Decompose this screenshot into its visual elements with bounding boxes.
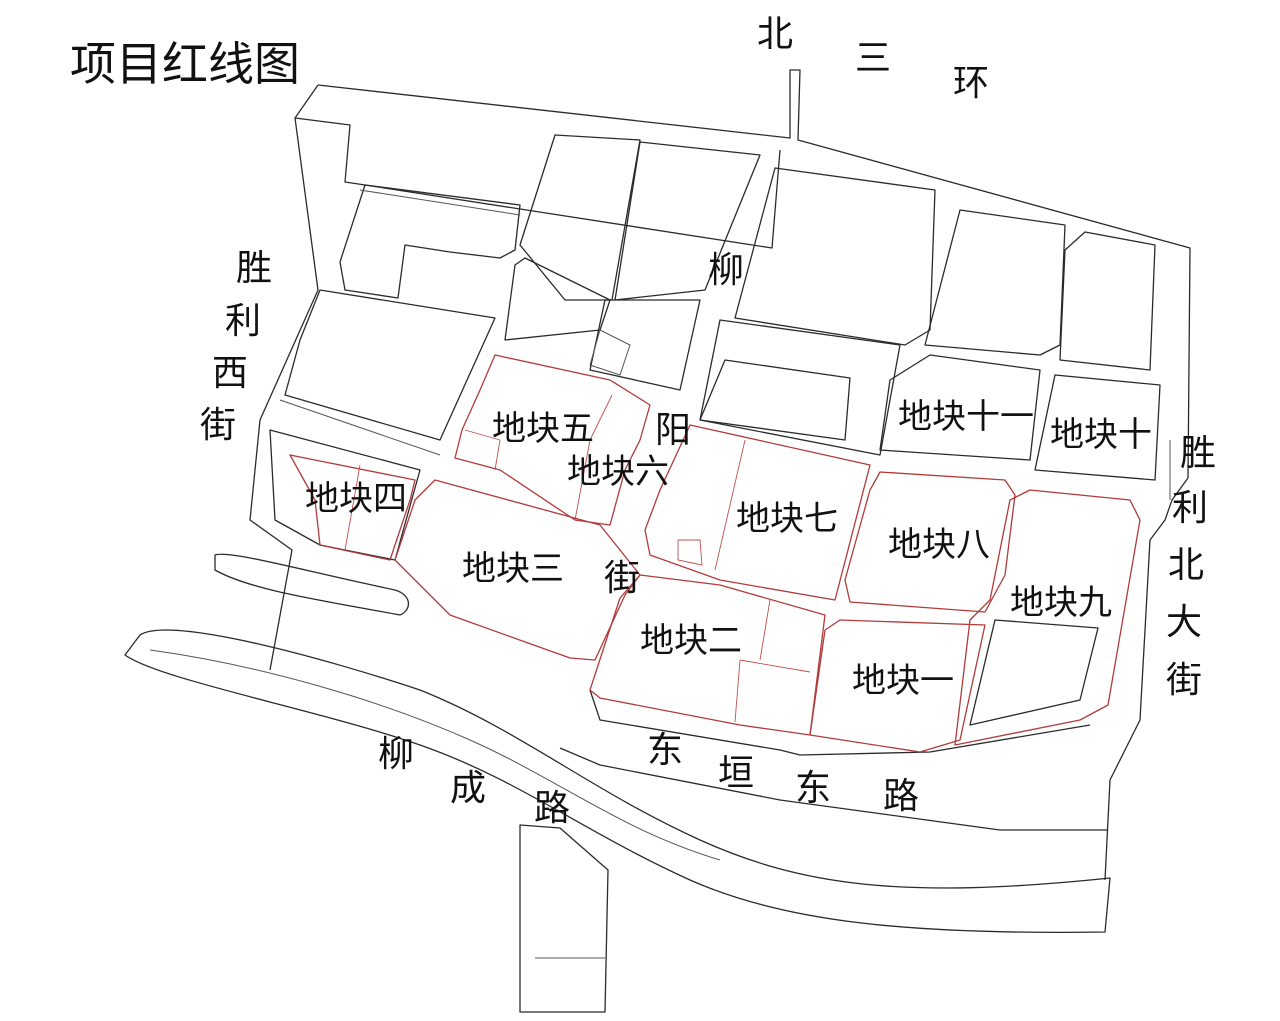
block-mid-b: [589, 299, 701, 391]
dongyuan-road-north-edge: [589, 689, 1091, 756]
river-band-inner: [149, 649, 721, 861]
redline-sub: [714, 439, 746, 571]
north-road-edge: [317, 69, 1191, 479]
sliver-strip: [214, 553, 410, 616]
parcel-label-7: 地块七: [736, 499, 838, 539]
parcel-labels: 地块一 地块二 地块三 地块四 地块五 地块六 地块七 地块八 地块九 地块十 …: [305, 397, 1152, 701]
road-liuyang-char: 柳: [708, 250, 744, 291]
road-shengli-north-char: 胜: [1180, 433, 1216, 474]
road-liuyang-char: 阳: [655, 410, 691, 451]
redline-lot1: [809, 619, 986, 753]
road-line: [279, 399, 441, 456]
road-north-ring-char: 环: [953, 63, 989, 104]
parcel-label-4: 地块四: [305, 479, 407, 519]
block-top-left: [339, 184, 521, 299]
redline-lot4: [289, 454, 416, 561]
road-labels: 北 三 环 胜 利 西 街 柳 阳 街 胜 利 北 大 街 柳 成 路 东 垣 …: [200, 14, 1216, 829]
block-mid-left: [284, 289, 496, 441]
road-dongyuan-east-char: 东: [795, 768, 831, 809]
redline-lot3: [394, 479, 641, 661]
redline-lot9: [954, 489, 1141, 746]
road-shengli-north-char: 北: [1168, 545, 1204, 586]
redline-sub: [734, 659, 741, 723]
south-plot: [519, 824, 609, 1013]
block-top-right2: [1059, 231, 1156, 371]
block-mid-c: [699, 319, 901, 456]
block-top-mid2: [614, 141, 761, 301]
parcel-label-10: 地块十: [1050, 415, 1152, 455]
road-dongyuan-east-char: 路: [883, 776, 919, 817]
block-mid-a: [504, 257, 611, 341]
parcel-label-1: 地块一: [852, 661, 954, 701]
north-road-inner-edge: [294, 117, 781, 249]
map-title: 项目红线图: [70, 37, 300, 91]
block-top-center: [734, 167, 936, 346]
block-top-right1: [924, 209, 1066, 356]
redline-sub: [464, 429, 501, 441]
road-shengli-north-char: 街: [1166, 660, 1202, 701]
road-shengli-north-char: 利: [1172, 488, 1208, 529]
redline-lot8: [844, 471, 1016, 613]
east-boundary: [1104, 477, 1189, 881]
outer-west-edge: [249, 84, 319, 671]
road-liuyang-char: 街: [604, 558, 640, 599]
road-dongyuan-east-char: 垣: [718, 753, 754, 794]
river-band-outer: [124, 629, 1111, 934]
redline-sub: [589, 394, 613, 441]
redline-sub: [759, 599, 771, 661]
redline-sub: [574, 439, 591, 521]
parcel-label-5: 地块五: [492, 409, 594, 449]
redline-sub: [494, 439, 501, 471]
road-dongyuan-east-char: 东: [647, 730, 683, 771]
redline-sub: [739, 659, 811, 673]
parcel-label-9: 地块九: [1010, 583, 1112, 623]
road-shengli-west-char: 街: [200, 405, 236, 446]
road-line: [359, 189, 521, 216]
road-north-ring-char: 三: [855, 38, 891, 79]
project-redlines: [289, 354, 1141, 753]
block-mid-d: [699, 359, 851, 441]
road-shengli-north-char: 大: [1166, 602, 1202, 643]
parcel-label-6: 地块六: [567, 452, 669, 492]
parcel-label-8: 地块八: [888, 525, 990, 565]
road-north-ring-char: 北: [757, 14, 793, 55]
parcel-label-2: 地块二: [640, 621, 742, 661]
block-outlines: [124, 69, 1191, 1013]
road-liucheng-char: 路: [534, 788, 570, 829]
lot9-inner-block: [969, 619, 1099, 726]
road-shengli-west-char: 胜: [236, 248, 272, 289]
redline-lot7: [644, 424, 871, 601]
dongyuan-road-south-edge: [559, 747, 1108, 831]
redline-lot7-notch: [677, 539, 703, 566]
block-top-mid: [519, 134, 641, 301]
block-lot11: [879, 354, 1041, 461]
block-lot10: [1034, 374, 1161, 481]
redline-sub: [344, 464, 361, 551]
parcel-label-3: 地块三: [462, 549, 564, 589]
redline-lot2: [589, 574, 826, 736]
road-liucheng-char: 成: [450, 768, 486, 809]
road-shengli-west-char: 利: [225, 301, 261, 342]
block-mid-b-sub: [589, 329, 631, 376]
road-shengli-west-char: 西: [212, 353, 248, 394]
parcel-label-11: 地块十一: [898, 397, 1034, 437]
road-liucheng-char: 柳: [378, 734, 414, 775]
